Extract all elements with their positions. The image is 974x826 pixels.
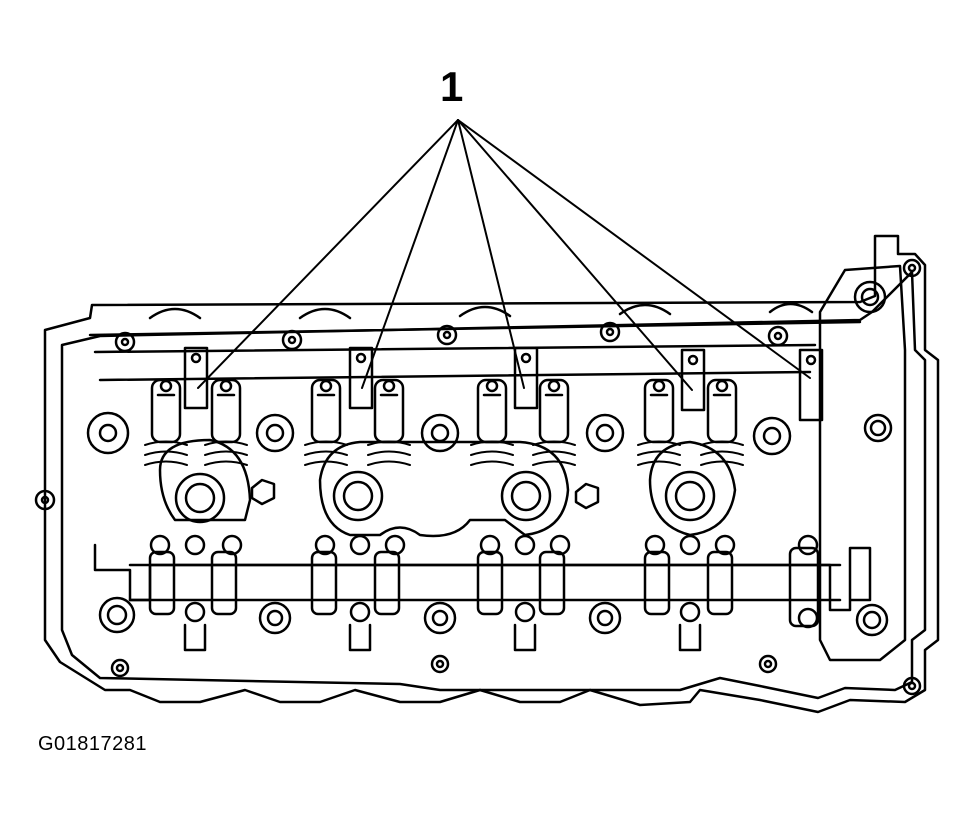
callout-leader-lines: [198, 120, 810, 390]
bearing-plate-left: [160, 440, 250, 520]
plate-hole-center-left: [334, 472, 382, 520]
plate-hole-right-inner: [676, 482, 704, 510]
cam-cap-bolts: [151, 536, 817, 627]
valve-actuators: [152, 380, 736, 442]
lower-journal-bosses: [260, 603, 620, 633]
figure-id: G01817281: [38, 733, 148, 755]
end-housing: [820, 266, 905, 660]
plate-hole-right: [666, 472, 714, 520]
perimeter-bolt-holes: [36, 260, 920, 694]
lower-cap-stubs: [185, 625, 700, 650]
locating-brackets: [185, 348, 822, 420]
end-bolts: [100, 282, 891, 635]
valve-springs: [145, 442, 743, 466]
hex-bolt-center: [252, 480, 598, 508]
plate-hole-center-left-inner: [344, 482, 372, 510]
camshaft-body: [130, 565, 840, 600]
plate-hole-left: [176, 474, 224, 522]
plate-hole-center-right-inner: [512, 482, 540, 510]
upper-rail: [90, 322, 860, 380]
callout-number: 1: [440, 63, 464, 110]
bearing-plate-center: [320, 442, 568, 536]
bearing-plate-right: [650, 442, 735, 535]
head-outer-outline: [45, 236, 938, 712]
plate-hole-left-inner: [186, 484, 214, 512]
plug-tube-bosses: [88, 413, 790, 454]
rail-scallops: [150, 304, 812, 318]
camshaft-lobes: [150, 548, 818, 626]
head-inner-outline: [62, 272, 925, 698]
plate-hole-center-right: [502, 472, 550, 520]
